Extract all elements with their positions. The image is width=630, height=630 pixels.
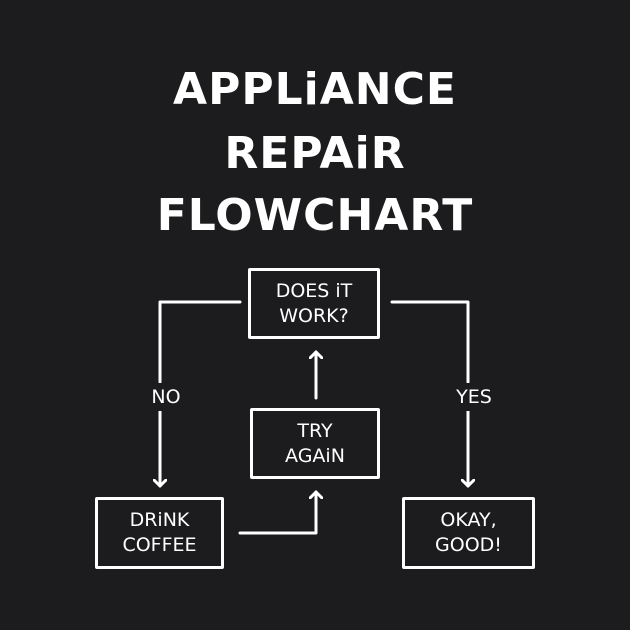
yes-label: YES <box>444 383 504 411</box>
try-again-node: TRY AGAiN <box>250 408 380 479</box>
drink-coffee-text: DRiNK COFFEE <box>122 509 197 556</box>
yes-connector <box>390 300 470 384</box>
okay-good-text: OKAY, GOOD! <box>435 509 502 556</box>
title-line-1: APPLiANCE <box>173 64 457 115</box>
title-line-2: REPAiR <box>224 128 406 179</box>
title-line-3: FLOWCHART <box>156 190 474 241</box>
no-connector <box>158 300 242 384</box>
no-label: NO <box>140 383 192 411</box>
try-again-text: TRY AGAiN <box>285 419 345 467</box>
drink-coffee-node: DRiNK COFFEE <box>95 497 224 569</box>
does-it-work-text: DOES iT WORK? <box>275 279 353 327</box>
okay-good-node: OKAY, GOOD! <box>402 497 535 569</box>
coffee-to-try-arrow <box>238 490 316 535</box>
does-it-work-node: DOES iT WORK? <box>248 268 380 339</box>
